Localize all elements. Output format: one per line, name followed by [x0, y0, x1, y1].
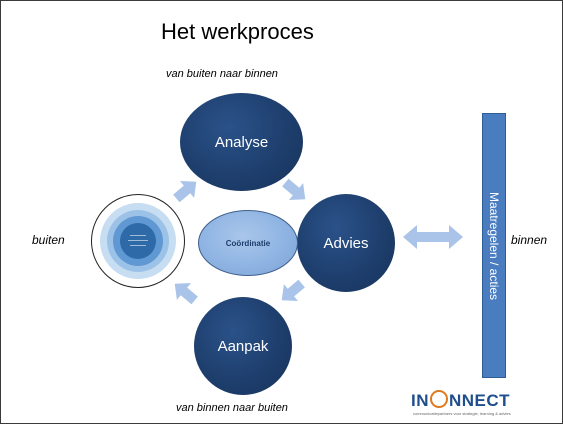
- ring-text-mark: [130, 245, 146, 246]
- arrow-to-advies: [282, 178, 306, 200]
- arrow-to-analyse: [173, 181, 197, 203]
- node-analyse-label: Analyse: [214, 133, 269, 151]
- logo-circle-icon: [430, 390, 448, 408]
- label-buiten: buiten: [32, 233, 65, 247]
- buiten-ring-diagram: [91, 194, 185, 288]
- logo-part1: IN: [411, 391, 429, 410]
- maatregelen-box: Maatregelen / acties: [482, 113, 506, 378]
- slide-title: Het werkproces: [161, 19, 314, 44]
- ring-text-mark: [130, 235, 146, 236]
- logo-part2: NNECT: [449, 391, 511, 410]
- node-aanpak-label: Aanpak: [217, 337, 269, 355]
- node-coordinatie-label: Coördinatie: [225, 238, 271, 248]
- maatregelen-label: Maatregelen / acties: [487, 191, 501, 300]
- node-analyse: Analyse: [180, 93, 303, 191]
- label-binnen: binnen: [511, 233, 548, 247]
- subtitle-top: van buiten naar binnen: [166, 68, 278, 80]
- inconnect-logo: IN NNECT: [411, 390, 510, 411]
- double-arrow: [403, 225, 463, 249]
- ring-text-mark: [128, 240, 148, 241]
- logo-tagline: communicatiepartners voor strategie, lea…: [413, 411, 511, 416]
- arrow-to-aanpak: [281, 279, 305, 301]
- subtitle-bottom: van binnen naar buiten: [176, 402, 288, 414]
- ring-core: [120, 223, 156, 259]
- node-coordinatie: Coördinatie: [198, 210, 298, 276]
- node-advies-label: Advies: [323, 234, 369, 252]
- node-advies: Advies: [297, 194, 395, 292]
- node-aanpak: Aanpak: [194, 297, 292, 395]
- arrow-to-buiten: [174, 283, 198, 305]
